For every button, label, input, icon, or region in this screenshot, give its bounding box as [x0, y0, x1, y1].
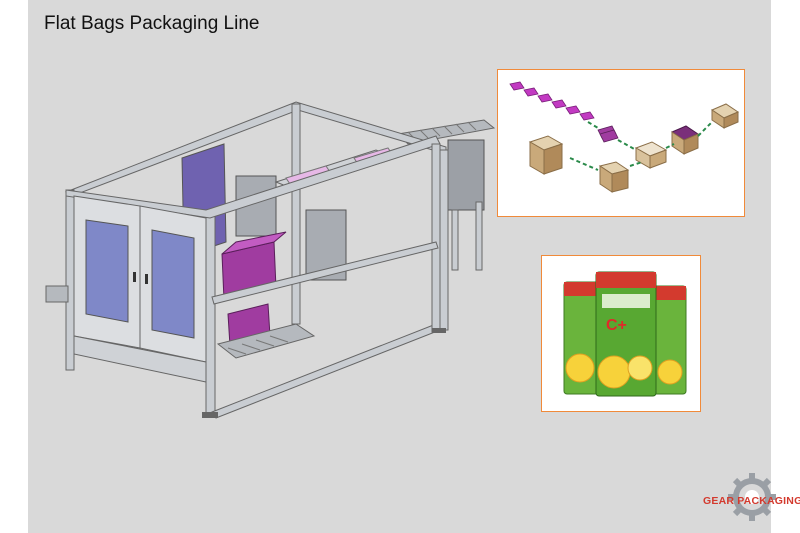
svg-text:C+: C+ — [606, 317, 627, 334]
gear-icon — [728, 473, 776, 521]
logo-text: GEAR PACKAGING — [703, 495, 800, 507]
process-diagram-inset — [497, 69, 745, 217]
bag-to-case-process-illustration — [509, 81, 740, 193]
company-logo: GEAR PACKAGING — [700, 463, 800, 525]
product-bags-inset: C+ — [541, 255, 701, 412]
packaging-machine-illustration — [45, 101, 496, 419]
juice-powder-bags-image: C+ — [563, 271, 687, 397]
page-title: Flat Bags Packaging Line — [44, 13, 260, 34]
